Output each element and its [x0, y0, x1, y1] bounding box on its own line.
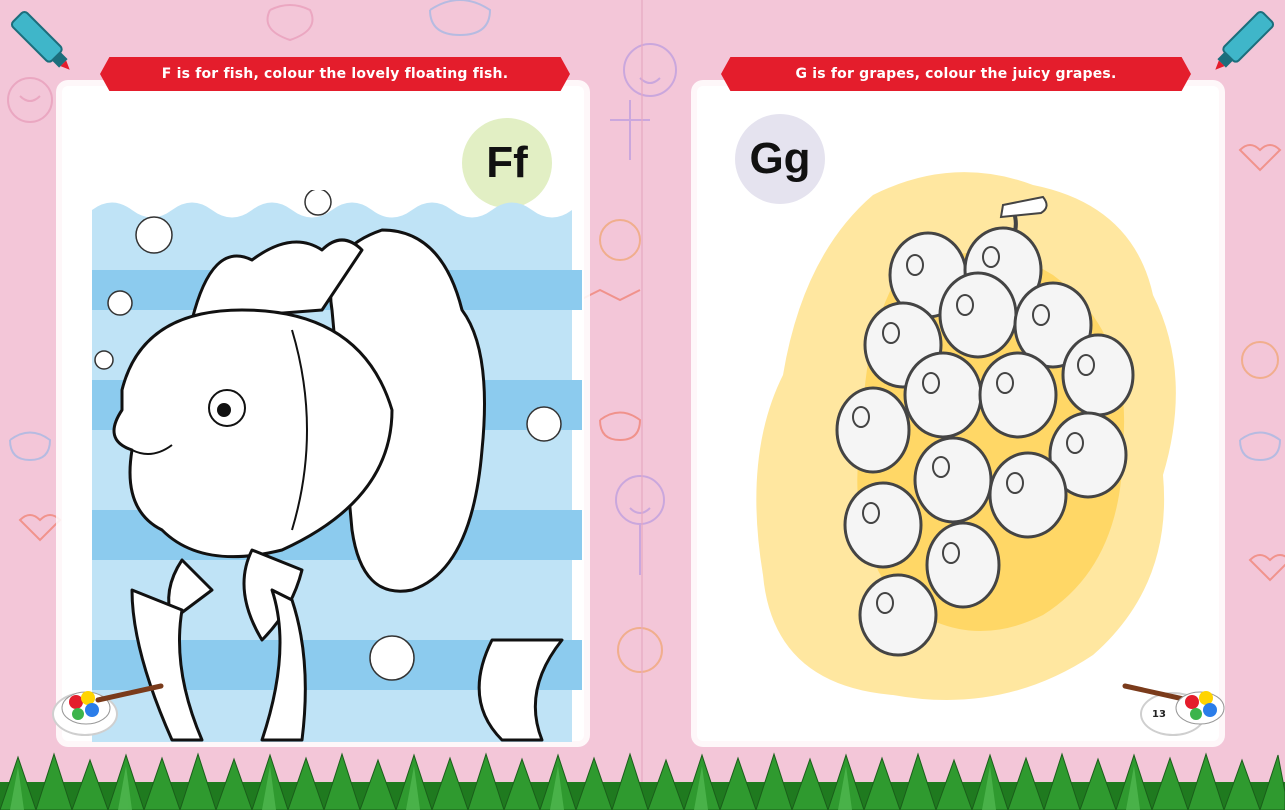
- marker-pen-icon: [10, 10, 70, 70]
- left-page: F is for fish, colour the lovely floatin…: [0, 0, 642, 810]
- paint-palette-icon: [61, 683, 164, 725]
- paint-palette-icon: [1122, 683, 1225, 725]
- letter-badge: Gg: [735, 114, 825, 204]
- page-number: 13: [1140, 692, 1206, 736]
- marker-pen-icon: [1215, 10, 1275, 70]
- fish-coloring-picture: [92, 190, 582, 742]
- right-page: G is for grapes, colour the juicy grapes…: [643, 0, 1285, 810]
- grapes-coloring-picture: [756, 172, 1176, 701]
- book-spine: [641, 0, 643, 810]
- instruction-banner: F is for fish, colour the lovely floatin…: [100, 57, 570, 91]
- instruction-banner: G is for grapes, colour the juicy grapes…: [721, 57, 1191, 91]
- grass-border: [0, 752, 1285, 810]
- letter-badge: Ff: [462, 118, 552, 208]
